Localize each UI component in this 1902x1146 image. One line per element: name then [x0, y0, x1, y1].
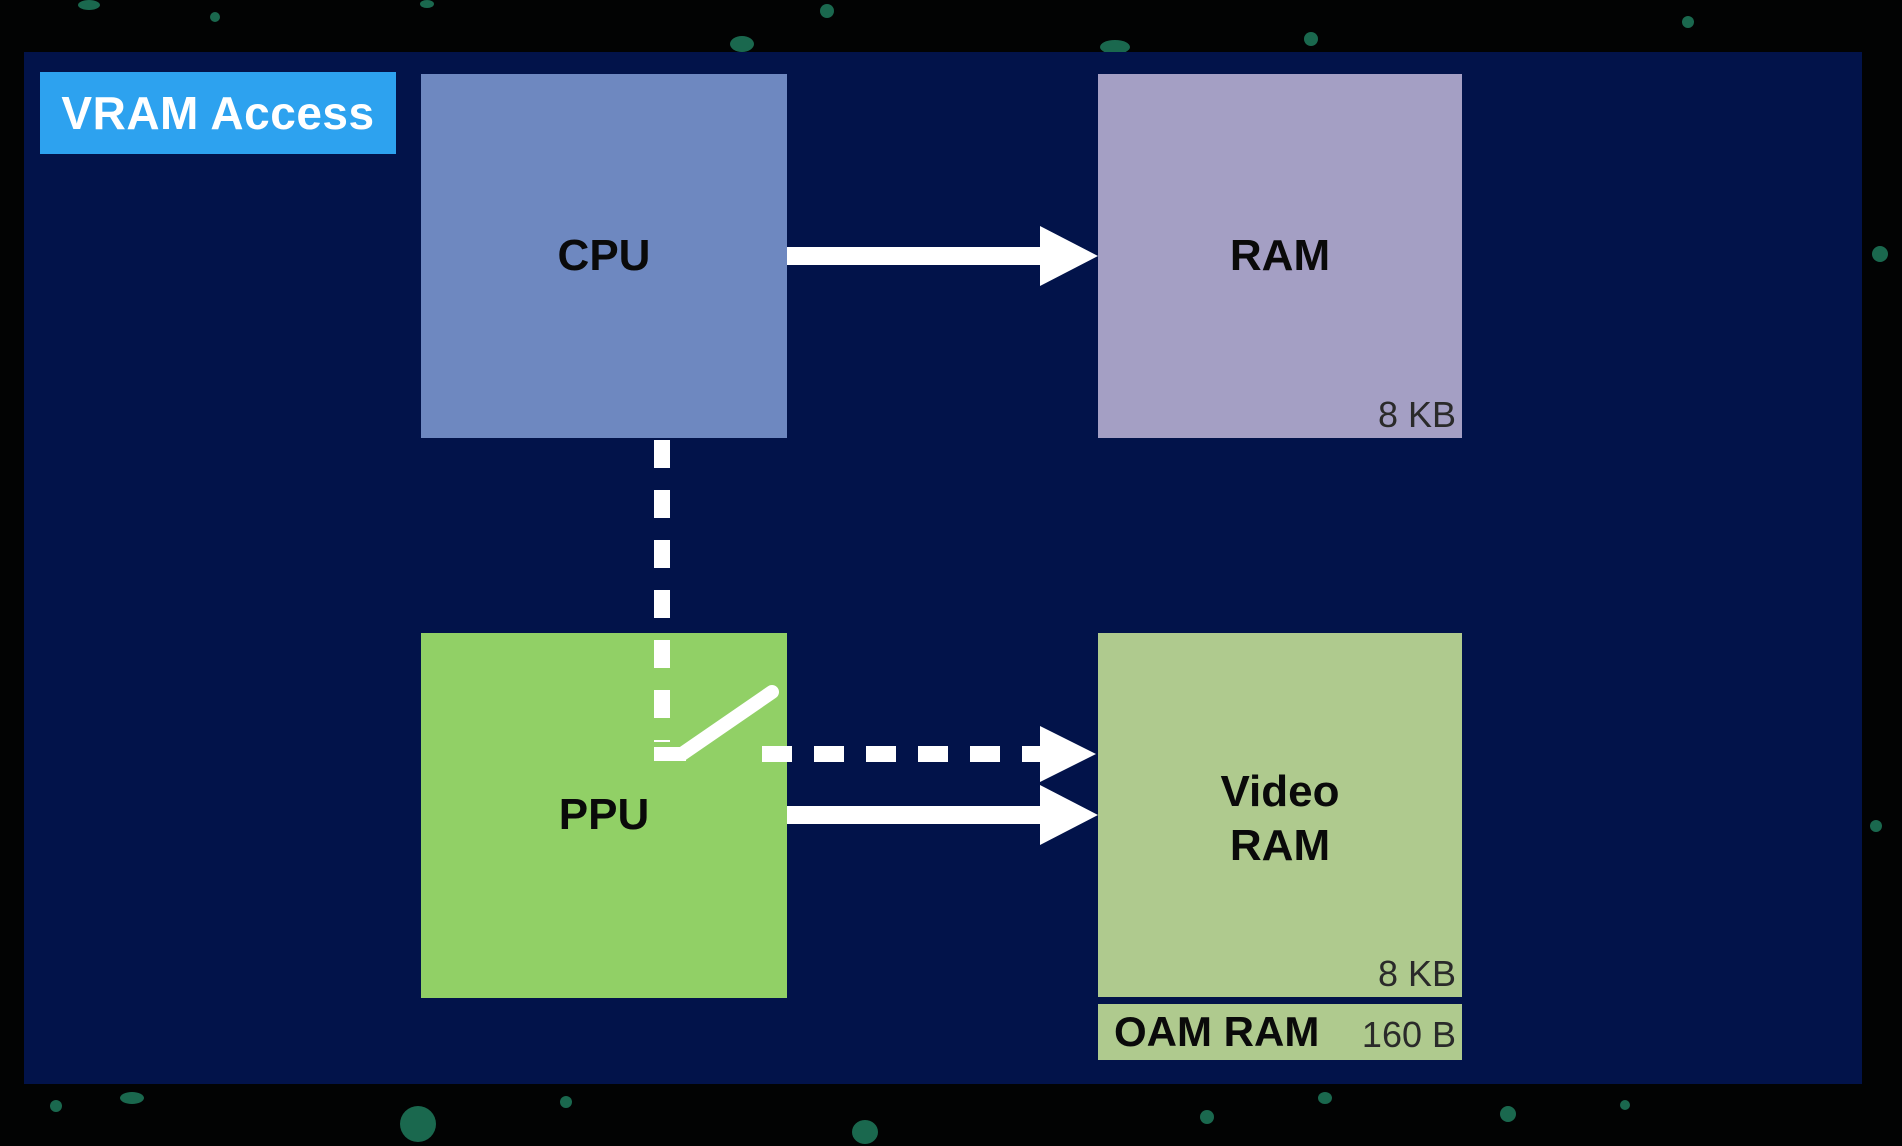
switch-lever [675, 685, 779, 761]
background-speck [852, 1120, 878, 1144]
cpu-label: CPU [557, 231, 651, 280]
background-speck [1200, 1110, 1214, 1124]
slide-title: VRAM Access [40, 72, 396, 154]
background-speck [1318, 1092, 1332, 1104]
background-speck [730, 36, 754, 52]
background-speck [420, 0, 434, 8]
background-speck [1304, 32, 1318, 46]
background-speck [1500, 1106, 1516, 1122]
background-speck [120, 1092, 144, 1104]
cpu-to-vram-arrowhead [1040, 726, 1096, 782]
background-speck [78, 0, 100, 10]
oam-ram-label: OAM RAM [1114, 1008, 1320, 1055]
background-speck [210, 12, 220, 22]
ppu-block: PPU [421, 633, 787, 998]
background-speck [1870, 820, 1882, 832]
background-speck [1620, 1100, 1630, 1110]
ram-size: 8 KB [1377, 394, 1456, 435]
ram-block: RAM 8 KB [1098, 74, 1462, 438]
background-speck [400, 1106, 436, 1142]
video-ram-size: 8 KB [1377, 953, 1456, 994]
video-ram-label-line1: Video [1220, 767, 1340, 816]
background-speck [1682, 16, 1694, 28]
background-speck [1872, 246, 1888, 262]
oam-ram-size: 160 B [1361, 1014, 1456, 1055]
video-ram-label-line2: RAM [1229, 821, 1331, 870]
ppu-to-vram-arrowhead [1040, 785, 1098, 845]
diagram-panel [24, 52, 1862, 1084]
background-speck [50, 1100, 62, 1112]
ram-label: RAM [1229, 231, 1331, 280]
background-speck [1100, 40, 1130, 54]
video-ram-block: Video RAM 8 KB [1098, 633, 1462, 997]
background-speck [820, 4, 834, 18]
cpu-to-ram-arrowhead [1040, 226, 1098, 286]
background-speck [560, 1096, 572, 1108]
ppu-label: PPU [558, 790, 650, 839]
cpu-block: CPU [421, 74, 787, 438]
oam-ram-block: OAM RAM 160 B [1098, 1004, 1462, 1060]
